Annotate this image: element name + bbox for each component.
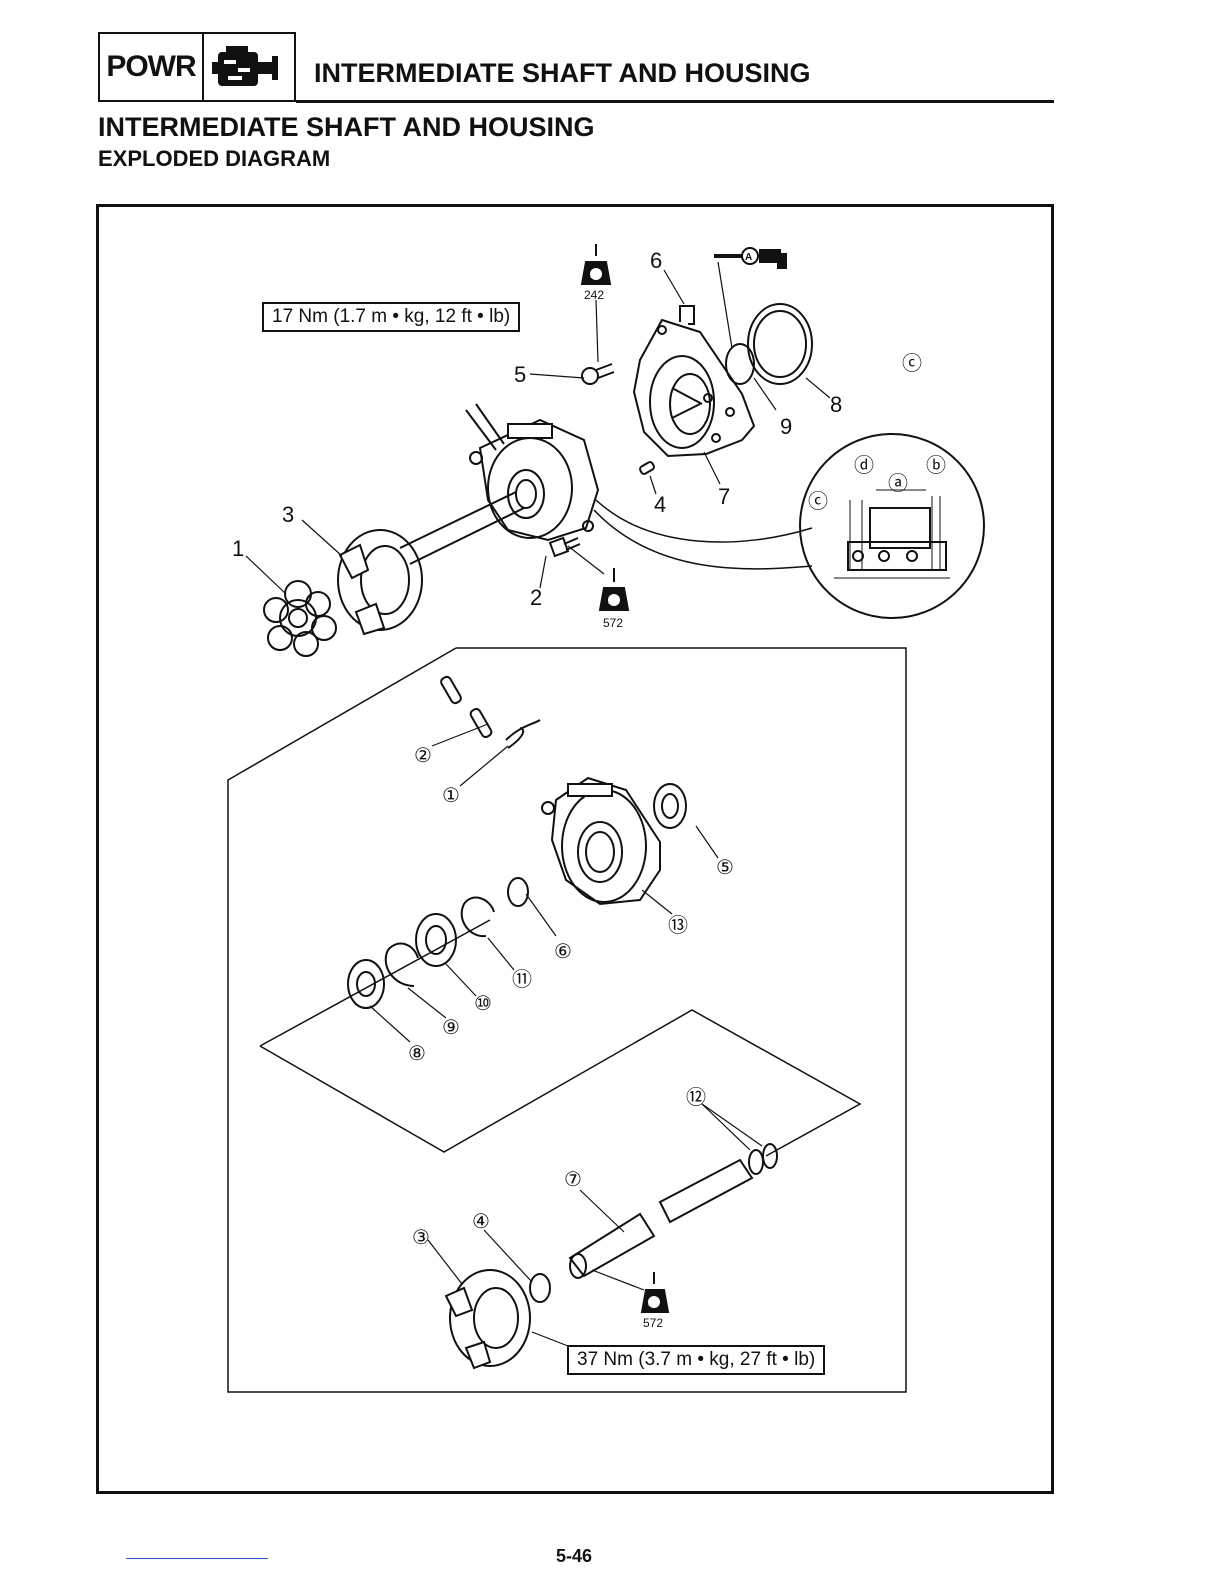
- circlip-11: [462, 898, 494, 937]
- grease-symbol: A: [745, 252, 752, 263]
- locktite-symbol-upper: LT: [590, 270, 601, 280]
- sub-part-10: ⑩: [474, 993, 492, 1015]
- locktite-code-upper: 242: [584, 288, 604, 302]
- housing-13: [542, 778, 660, 904]
- shaft-housing: [470, 420, 598, 540]
- seal-5-inner: [662, 794, 678, 818]
- detail-label-c: ⓒ: [808, 490, 828, 513]
- sub-part-12: ⑫: [686, 1086, 706, 1109]
- part-number-2: 2: [530, 585, 542, 610]
- sub-assembly-frame: [228, 648, 906, 1392]
- intermediate-shaft: [400, 404, 524, 564]
- dowel-pin: [639, 461, 655, 475]
- part-number-8: 8: [830, 392, 842, 417]
- clip-6: [680, 306, 694, 324]
- sub-part-4: ④: [472, 1211, 490, 1233]
- oil-seal-8-inner: [754, 311, 806, 377]
- bolt-5: [582, 364, 614, 384]
- detail-label-a: ⓐ: [888, 472, 908, 495]
- part-number-1: 1: [232, 536, 244, 561]
- locktite-code-lower: 572: [643, 1316, 663, 1330]
- sub-part-2: ②: [414, 745, 432, 767]
- torque-spec-lower: 37 Nm (3.7 m • kg, 27 ft • lb): [567, 1345, 825, 1375]
- o-ring-12a: [749, 1150, 763, 1174]
- page-number: 5-46: [556, 1546, 592, 1567]
- coupler-3-lower: [446, 1270, 530, 1368]
- bearing-10: [416, 914, 456, 966]
- detail-label-c-outside: ⓒ: [902, 352, 922, 375]
- bolt-2: [550, 538, 580, 556]
- washer-4: [530, 1274, 550, 1302]
- sub-part-13: ⑬: [668, 914, 688, 937]
- sub-part-9: ⑨: [442, 1017, 460, 1039]
- torque-spec-upper: 17 Nm (1.7 m • kg, 12 ft • lb): [262, 302, 520, 332]
- sub-part-11: ⑪: [512, 968, 532, 991]
- sub-part-5: ⑤: [716, 857, 734, 879]
- part-number-5: 5: [514, 362, 526, 387]
- nut-6: [508, 878, 528, 906]
- shaft-7: [570, 1160, 752, 1278]
- locktite-symbol-middle: LT: [608, 596, 619, 606]
- sub-part-8: ⑧: [408, 1043, 426, 1065]
- detail-label-b: ⓑ: [926, 454, 946, 477]
- part-number-9: 9: [780, 414, 792, 439]
- locktite-symbol-lower: LT: [648, 1298, 659, 1308]
- seal-8: [348, 960, 384, 1008]
- sub-part-7: ⑦: [564, 1169, 582, 1191]
- lower-leaders: [370, 724, 762, 1346]
- seal-5: [654, 784, 686, 828]
- housing-cover: [634, 320, 754, 456]
- coupler: [338, 530, 422, 634]
- part-number-4: 4: [654, 492, 666, 517]
- part-number-6: 6: [650, 248, 662, 273]
- footer-line: [126, 1558, 268, 1559]
- detail-label-d: ⓓ: [854, 454, 874, 477]
- sub-part-1: ①: [442, 785, 460, 807]
- oil-seal-8: [748, 304, 812, 384]
- sub-part-6: ⑥: [554, 941, 572, 963]
- locktite-code-middle: 572: [603, 616, 623, 630]
- coupler-damper: [264, 581, 336, 656]
- sub-part-3: ③: [412, 1227, 430, 1249]
- o-ring-12b: [763, 1144, 777, 1168]
- circlip-9: [386, 944, 418, 986]
- part-number-7: 7: [718, 484, 730, 509]
- part-number-3: 3: [282, 502, 294, 527]
- o-ring-9: [726, 344, 754, 384]
